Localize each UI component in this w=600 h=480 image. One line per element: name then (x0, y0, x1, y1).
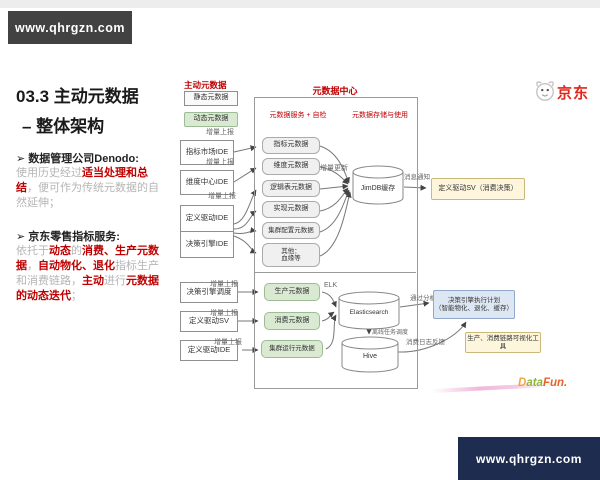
metadata-storage-header: 元数据存储与使用 (352, 112, 408, 119)
consumer-decision-box: 定义驱动SV（消费决策） (431, 178, 525, 200)
legend-dynamic-metadata: 动态元数据 (184, 112, 238, 127)
edge-label-offline-sync: 离线任务调度 (372, 330, 409, 336)
legend-title: 主动元数据 (184, 80, 227, 90)
metadata-center-title: 元数据中心 (312, 86, 358, 96)
cylinder-shape (341, 336, 399, 373)
highlight-segment: 元数据的动态迭代 (16, 274, 159, 302)
metadata-center-box (254, 97, 418, 389)
meta-box-other: 其他： 血缘等 (262, 243, 320, 267)
source-box-metric-market-ide: 指标市场IDE (180, 140, 234, 165)
decision-plan-box: 决策引擎执行计划 （智能物化、退化、缓存） (433, 290, 515, 319)
highlight-segment: 动态 (49, 245, 71, 257)
elasticsearch-label: Elasticsearch (349, 308, 389, 316)
elasticsearch-cylinder: Elasticsearch (338, 291, 400, 330)
source-box-group: 定义驱动IDE 决策引擎IDE (180, 205, 234, 258)
edge-label-incr-report: 增量上报 (210, 281, 238, 288)
text-segment: ， (27, 259, 38, 272)
edge-label-incr-report: 增量上报 (214, 339, 242, 346)
text-segment: ，便可作为传统元数据的自然延伸； (16, 181, 159, 209)
runtime-box-consumption-meta: 消费元数据 (264, 312, 320, 330)
source-box-decision-engine-ide: 决策引擎IDE (181, 231, 233, 257)
edge-label-msg-notify: 消息通知 (404, 174, 430, 181)
source-box-dimension-center-ide: 维度中心IDE (180, 170, 234, 195)
source-box-definition-ide: 定义驱动IDE (185, 213, 229, 223)
runtime-box-cluster-runtime-meta: 集群运行元数据 (261, 340, 323, 358)
metadata-center-divider (254, 272, 416, 273)
hive-label: Hive (362, 353, 377, 361)
text-segment: 使用历史经过 (16, 167, 82, 179)
datafun-logo-mid: ata (526, 377, 543, 389)
decision-plan-line2: （智能物化、退化、缓存） (435, 304, 513, 312)
edge-label-incr-report: 增量上报 (210, 310, 238, 317)
edge-label-log-feedback: 消费日志反馈 (406, 339, 445, 346)
text-segment: ； (71, 289, 82, 302)
jimdb-cache-cylinder: JimDB缓存 (352, 164, 404, 206)
watermark-banner-bottom: www.qhrgzn.com (458, 437, 600, 480)
cylinder-shape (338, 291, 400, 330)
watermark-url: www.qhrgzn.com (476, 451, 582, 466)
edge-label-incr-report: 增量上报 (206, 159, 234, 166)
decision-plan-line1: 决策引擎执行计划 (448, 297, 500, 305)
hive-cylinder: Hive (341, 336, 399, 373)
meta-box-other-line2: 血缘等 (281, 255, 301, 262)
legend-static-metadata: 静态元数据 (184, 91, 238, 106)
highlight-segment: 适当处理和总结 (16, 167, 148, 194)
edge-label-incr-update: 增量更新 (320, 165, 348, 172)
bullet2-body: 依托于动态的消费、生产元数据，自动物化、退化指标生产和消费链路，主动进行元数据的… (16, 244, 168, 303)
source-box-decision-engine-scheduler: 决策引擎调度 (180, 282, 238, 303)
meta-box-metric: 指标元数据 (262, 137, 320, 154)
text-segment: 指标生产和消费链路， (16, 259, 159, 287)
bullet1-heading: ➢ 数据管理公司Denodo: (16, 153, 139, 165)
text-segment: 依托于 (16, 245, 49, 257)
meta-box-dimension: 维度元数据 (262, 158, 320, 175)
highlight-segment: 自动物化、退化 (38, 259, 115, 272)
meta-box-implementation: 实现元数据 (262, 201, 320, 218)
visualization-tool-box: 生产、消费链路可视化工具 (465, 332, 541, 353)
top-edge-strip (0, 0, 600, 8)
jd-mascot-icon (534, 78, 556, 104)
source-box-definition-sv: 定义驱动SV (180, 311, 238, 332)
highlight-segment: 主动 (82, 274, 104, 287)
watermark-url: www.qhrgzn.com (14, 20, 125, 35)
source-box-definition-ide-2: 定义驱动IDE (180, 340, 238, 361)
text-segment: 进行 (104, 274, 126, 287)
meta-box-cluster-config: 集群配置元数据 (262, 222, 320, 239)
text-segment: 的 (71, 245, 82, 257)
bullet1-body: 使用历史经过适当处理和总结，便可作为传统元数据的自然延伸； (16, 166, 168, 211)
jimdb-label: JimDB缓存 (360, 185, 396, 193)
watermark-banner-top: www.qhrgzn.com (8, 11, 132, 44)
edge-label-elk: ELK (324, 282, 338, 289)
edge-label-analyze: 通过分析 (410, 295, 436, 302)
datafun-logo-end: Fun. (542, 377, 568, 389)
bullet2-heading: ➢ 京东零售指标服务: (16, 231, 120, 243)
meta-box-other-line1: 其他： (281, 247, 301, 255)
cylinder-shape (352, 165, 404, 205)
highlight-segment: 消费、生产元数据 (16, 245, 159, 272)
edge-label-incr-report: 增量上报 (206, 129, 234, 136)
slide-title-line2: – 整体架构 (22, 117, 105, 136)
jd-logo-text: 京东 (557, 85, 590, 102)
meta-box-logical-table: 逻辑表元数据 (262, 180, 320, 197)
datafun-logo-d: D (518, 377, 527, 389)
metadata-service-header: 元数据服务 + 自检 (269, 112, 327, 119)
datafun-logo: DataFun. (518, 377, 567, 389)
edge-label-incr-report: 增量上报 (208, 193, 236, 200)
slide-title-line1: 03.3 主动元数据 (16, 87, 139, 106)
runtime-box-production-meta: 生产元数据 (264, 283, 320, 301)
